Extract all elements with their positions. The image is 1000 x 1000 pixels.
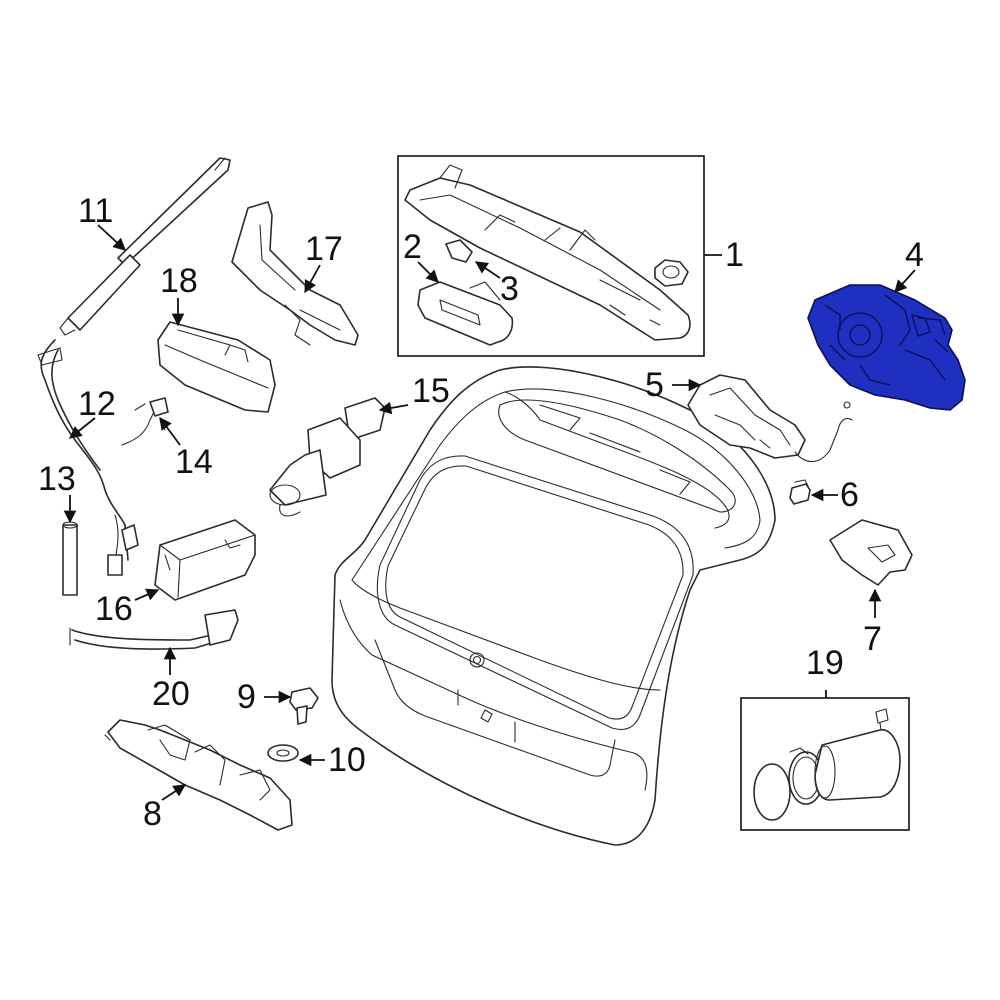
part-1-handle: [404, 164, 691, 341]
part-2-switch: [417, 281, 514, 346]
part-5-latch: [687, 374, 853, 463]
callout-11: 11: [78, 192, 113, 230]
part-19-motor: [753, 708, 901, 821]
callout-2: 2: [403, 228, 422, 266]
motor-assembly-box: [740, 697, 910, 831]
callout-16: 16: [95, 590, 133, 628]
part-18-cover: [157, 321, 276, 413]
callout-7: 7: [863, 620, 882, 658]
callout-6: 6: [840, 476, 859, 514]
part-16-module: [154, 519, 256, 601]
part-15-actuator: [269, 397, 386, 517]
callout-10: 10: [328, 741, 366, 779]
callout-19: 19: [806, 644, 844, 682]
callout-4: 4: [905, 236, 924, 274]
part-1-nut: [654, 259, 689, 287]
callout-18: 18: [160, 262, 198, 300]
part-14-connector: [121, 397, 169, 446]
callout-3: 3: [500, 270, 519, 308]
callout-14: 14: [175, 443, 213, 481]
callout-20: 20: [152, 675, 190, 713]
part-9-bolt: [289, 687, 319, 725]
part-8-bracket: [104, 719, 293, 831]
part-12-wiring: [37, 339, 139, 576]
part-10-washer: [267, 744, 299, 762]
part-3-bulb: [445, 239, 473, 263]
callout-1: 1: [725, 236, 744, 274]
part-4-highlighted-latch: [807, 284, 966, 411]
leader-lines: [63, 224, 916, 801]
callout-13: 13: [38, 460, 76, 498]
part-20-harness: [69, 609, 239, 650]
callout-17: 17: [305, 230, 343, 268]
part-13-pin: [62, 521, 78, 596]
part-17-bracket: [231, 201, 359, 346]
callout-12: 12: [78, 385, 116, 423]
part-6-bolt: [789, 479, 811, 505]
callout-9: 9: [237, 678, 256, 716]
liftgate-panel: [331, 366, 776, 846]
callout-8: 8: [143, 795, 162, 833]
callout-15: 15: [412, 372, 450, 410]
handle-assembly-box: [397, 155, 705, 357]
part-11-strut: [59, 157, 231, 336]
part-7-bracket: [829, 519, 913, 586]
callout-5: 5: [645, 366, 664, 404]
